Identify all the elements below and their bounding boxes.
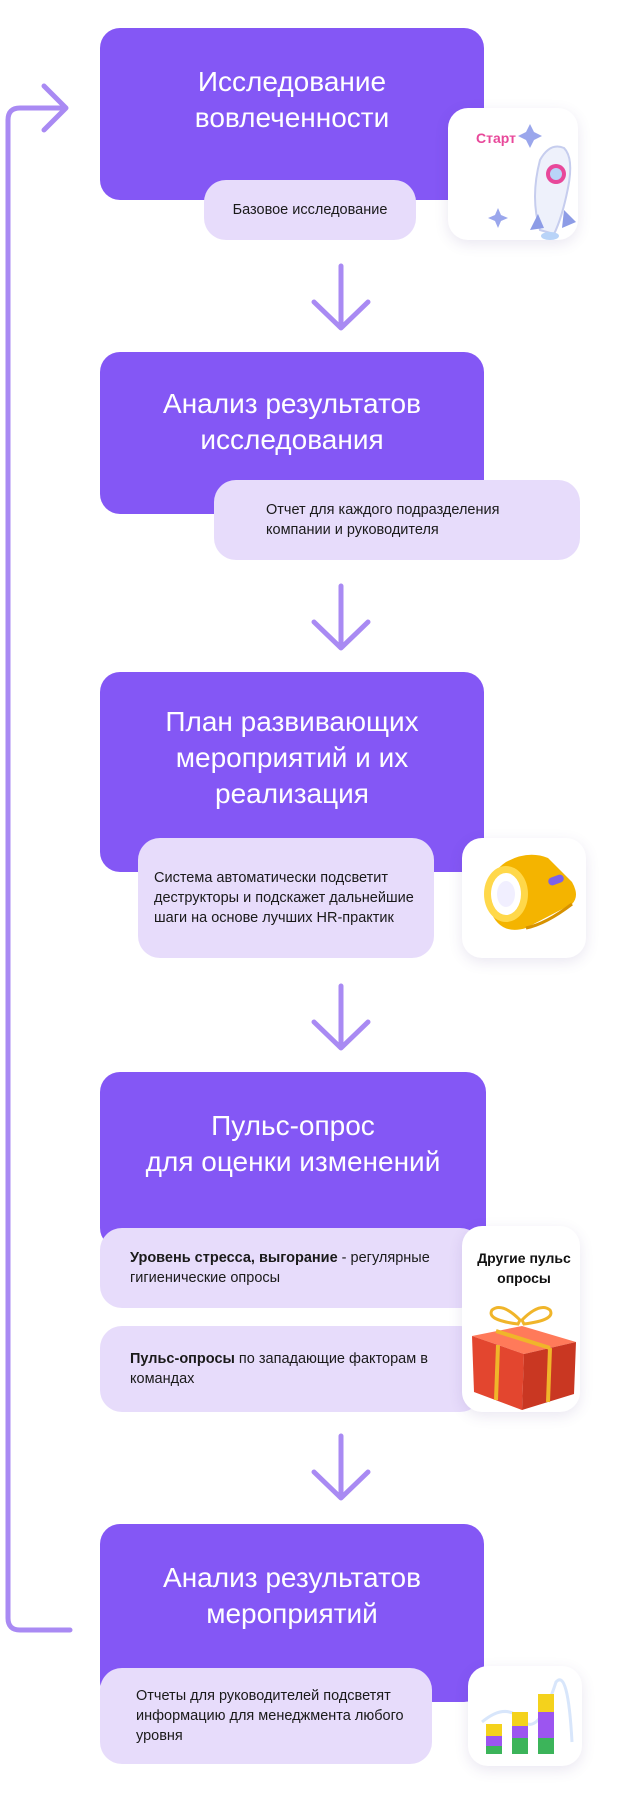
step-title: Исследование вовлеченности [194, 66, 390, 133]
start-label: Старт [476, 130, 516, 146]
note-manager-reports: Отчеты для руководителей подсветят инфор… [100, 1668, 432, 1764]
down-arrow-icon [311, 1433, 371, 1501]
note-auto-highlight: Система автоматически подсветит деструкт… [138, 838, 434, 958]
note-stress-burnout: Уровень стресса, выгорание - регулярные … [100, 1228, 482, 1308]
step-title: Анализ результатов исследования [163, 388, 421, 455]
flashlight-icon [484, 854, 576, 930]
step-title: Анализ результатов мероприятий [163, 1562, 421, 1629]
start-card: Старт [448, 108, 578, 240]
step-pulse-survey: Пульс-опрос для оценки изменений [100, 1072, 486, 1248]
step-title: План развивающих мероприятий и их реализ… [165, 706, 419, 809]
rocket-icon [488, 124, 576, 240]
note-basic-research: Базовое исследование [204, 180, 416, 240]
gift-icon [472, 1306, 576, 1410]
down-arrow-icon [311, 983, 371, 1051]
other-pulse-card: Другие пульс опросы [462, 1226, 580, 1412]
note-pulse-factors: Пульс-опросы по западающие факторам в ко… [100, 1326, 482, 1412]
down-arrow-icon [311, 263, 371, 331]
bar-chart-card [468, 1666, 582, 1766]
note-department-report: Отчет для каждого подразделения компании… [214, 480, 580, 560]
flashlight-card [462, 838, 586, 958]
other-pulse-label: Другие пульс опросы [477, 1250, 571, 1286]
step-title: Пульс-опрос для оценки изменений [145, 1110, 441, 1177]
down-arrow-icon [311, 583, 371, 651]
loop-back-arrow [5, 83, 73, 1633]
bar-chart-icon [481, 1678, 574, 1754]
step-engagement-research: Исследование вовлеченности [100, 28, 484, 200]
